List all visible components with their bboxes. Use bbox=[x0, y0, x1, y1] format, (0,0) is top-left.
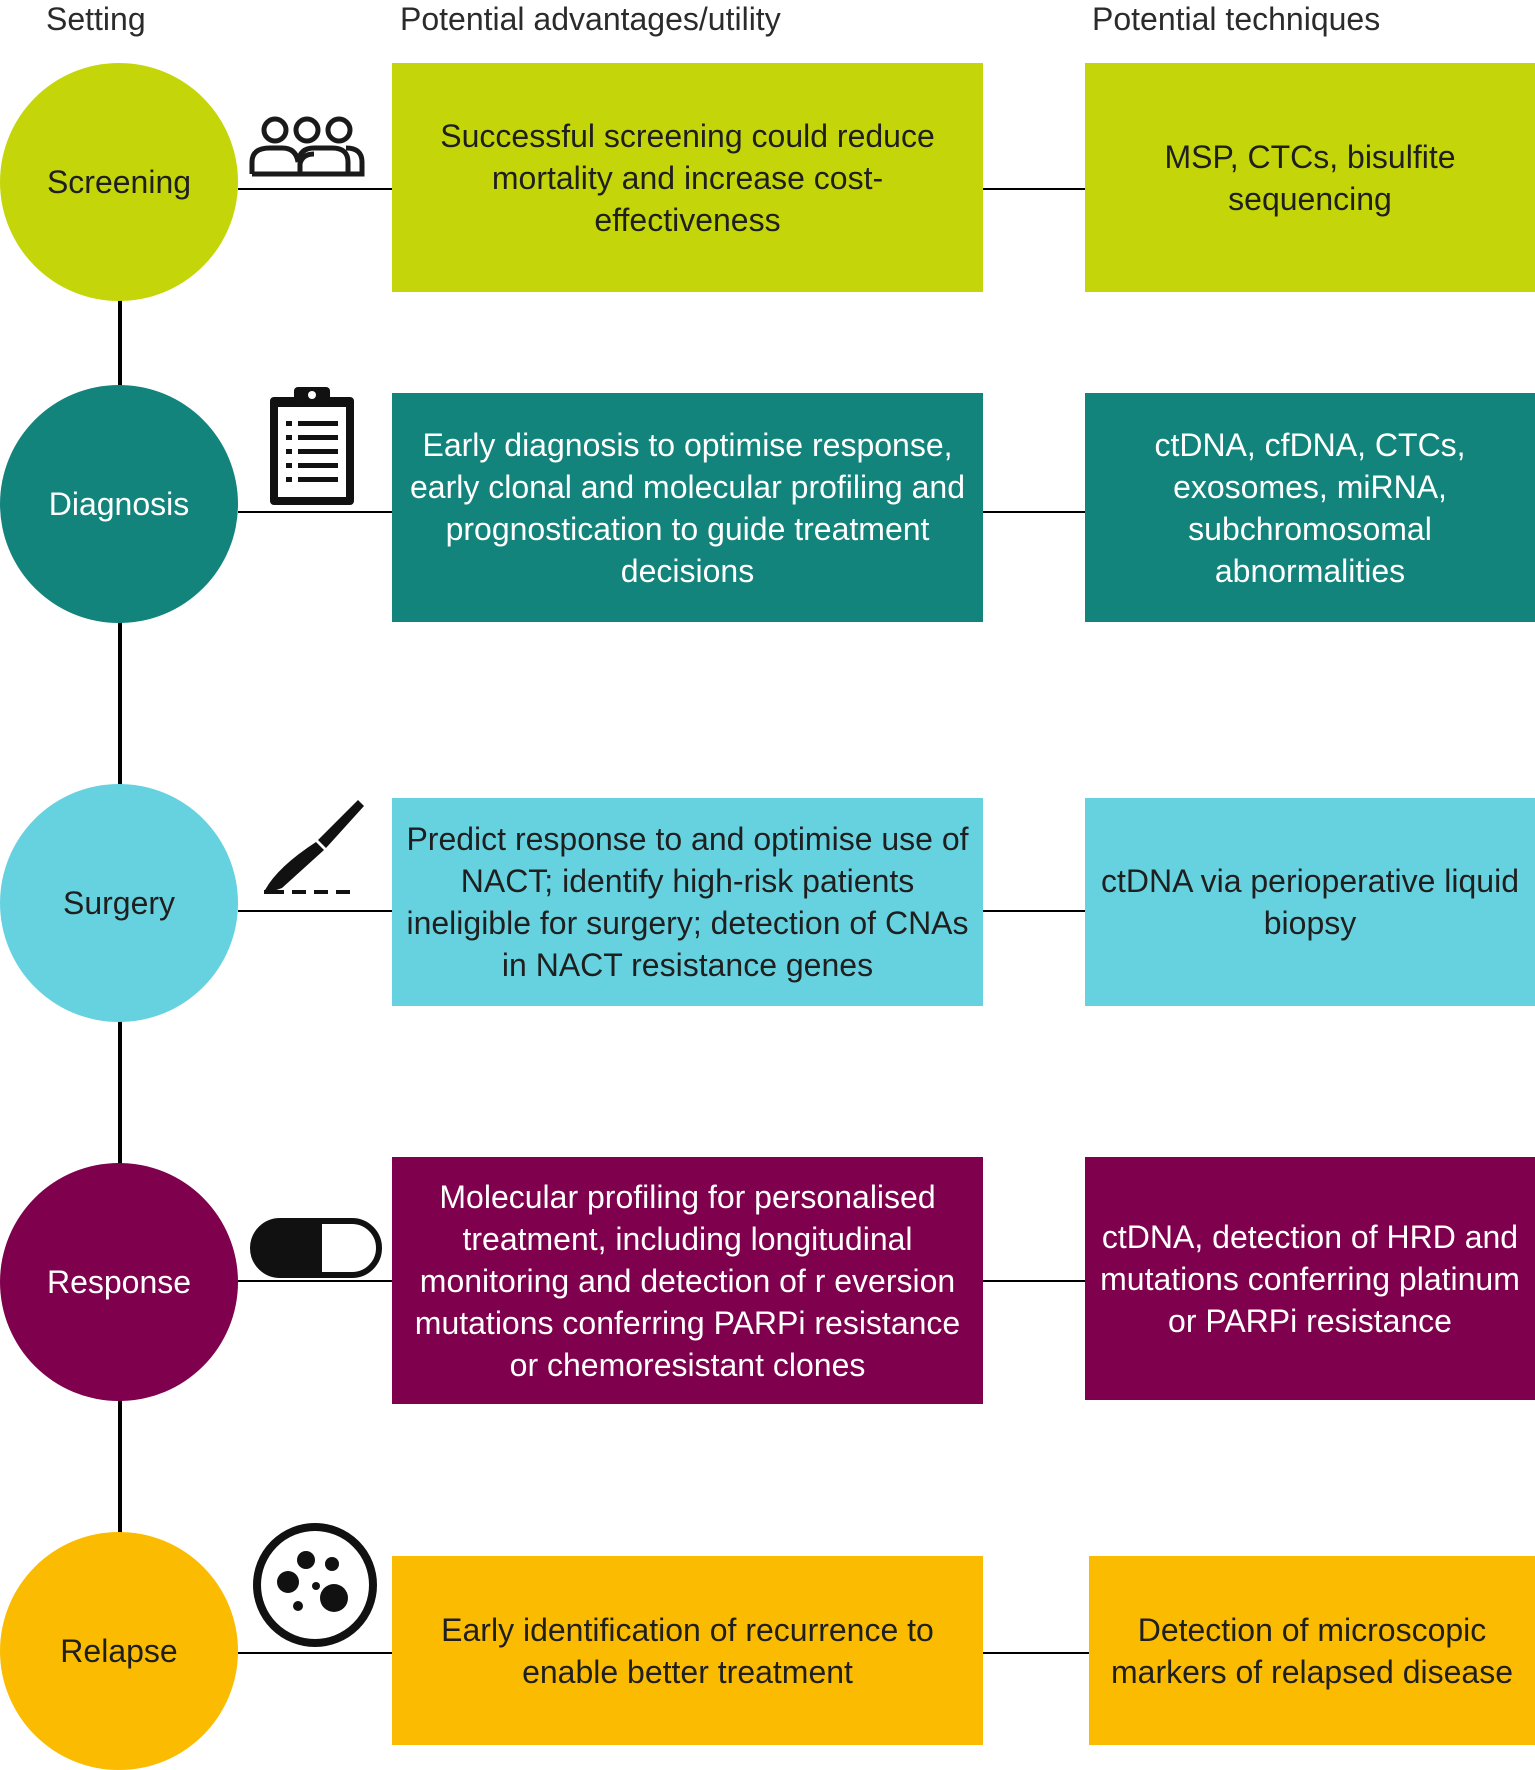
connector-response-relapse bbox=[118, 1398, 122, 1534]
technique-relapse: Detection of microscopic markers of rela… bbox=[1089, 1556, 1535, 1745]
advantage-surgery: Predict response to and optimise use of … bbox=[392, 798, 983, 1006]
clipboard-icon bbox=[266, 383, 358, 509]
advantage-response: Molecular profiling for personalised tre… bbox=[392, 1157, 983, 1404]
technique-surgery: ctDNA via perioperative liquid biopsy bbox=[1085, 798, 1535, 1006]
scalpel-icon bbox=[262, 796, 368, 896]
link-screening-technique bbox=[983, 188, 1085, 190]
header-techniques: Potential techniques bbox=[1092, 1, 1381, 37]
setting-surgery: Surgery bbox=[0, 784, 238, 1022]
connector-diagnosis-surgery bbox=[118, 621, 122, 786]
link-surgery-technique bbox=[983, 910, 1085, 912]
link-relapse-technique bbox=[983, 1652, 1089, 1654]
technique-diagnosis: ctDNA, cfDNA, CTCs, exosomes, miRNA, sub… bbox=[1085, 393, 1535, 622]
header-advantages: Potential advantages/utility bbox=[400, 1, 781, 37]
link-relapse-advantage bbox=[238, 1652, 392, 1654]
advantage-screening: Successful screening could reduce mortal… bbox=[392, 63, 983, 292]
link-surgery-advantage bbox=[238, 910, 392, 912]
connector-screening-diagnosis bbox=[118, 300, 122, 386]
advantage-relapse: Early identification of recurrence to en… bbox=[392, 1556, 983, 1745]
technique-response: ctDNA, detection of HRD and mutations co… bbox=[1085, 1157, 1535, 1400]
technique-screening: MSP, CTCs, bisulfite sequencing bbox=[1085, 63, 1535, 292]
connector-surgery-response bbox=[118, 1020, 122, 1164]
people-icon bbox=[248, 114, 366, 180]
link-diagnosis-technique bbox=[983, 511, 1085, 513]
setting-response: Response bbox=[0, 1163, 238, 1401]
setting-screening: Screening bbox=[0, 63, 238, 301]
link-response-technique bbox=[983, 1280, 1085, 1282]
petri-dish-icon bbox=[252, 1522, 378, 1648]
link-response-advantage bbox=[238, 1280, 392, 1282]
pill-icon bbox=[250, 1218, 382, 1278]
link-diagnosis-advantage bbox=[238, 511, 392, 513]
setting-diagnosis: Diagnosis bbox=[0, 385, 238, 623]
header-setting: Setting bbox=[46, 1, 146, 37]
setting-relapse: Relapse bbox=[0, 1532, 238, 1770]
advantage-diagnosis: Early diagnosis to optimise response, ea… bbox=[392, 393, 983, 622]
link-screening-advantage bbox=[238, 188, 392, 190]
